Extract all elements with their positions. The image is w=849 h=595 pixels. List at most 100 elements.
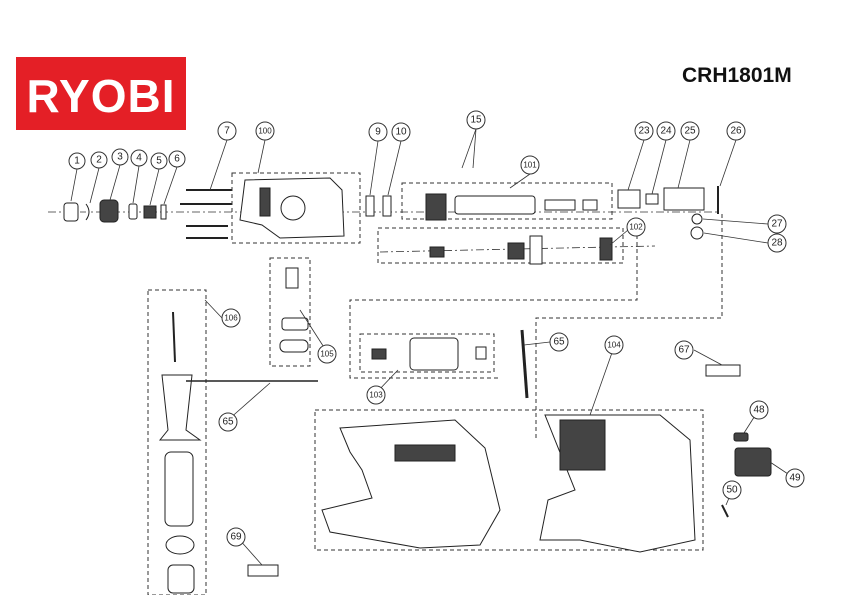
ryobi-logo: RYOBI xyxy=(16,57,186,130)
group-103-box xyxy=(359,333,495,373)
svg-text:100: 100 xyxy=(258,127,272,136)
svg-text:67: 67 xyxy=(678,345,690,356)
svg-text:24: 24 xyxy=(660,126,672,137)
svg-text:1: 1 xyxy=(74,156,80,167)
svg-text:50: 50 xyxy=(726,485,738,496)
part-1 xyxy=(63,202,79,222)
callout-65-right: 65 xyxy=(549,332,569,352)
part-9 xyxy=(365,195,375,217)
part-4 xyxy=(128,203,138,220)
svg-text:7: 7 xyxy=(224,126,230,137)
callout-101: 101 xyxy=(520,155,540,175)
motor-103 xyxy=(409,337,459,371)
part-65-strip xyxy=(520,329,529,399)
part-50 xyxy=(721,504,729,518)
part-23 xyxy=(617,189,641,209)
screws-7 xyxy=(180,189,232,239)
svg-text:103: 103 xyxy=(369,391,383,400)
svg-text:69: 69 xyxy=(230,532,242,543)
svg-text:49: 49 xyxy=(789,473,801,484)
part-24 xyxy=(645,193,659,205)
housing-bore xyxy=(280,195,306,221)
callout-104: 104 xyxy=(604,335,624,355)
spring-101 xyxy=(425,193,447,221)
callout-28: 28 xyxy=(767,233,787,253)
part-48 xyxy=(733,432,749,442)
routing-line-b xyxy=(535,214,723,440)
callout-25: 25 xyxy=(680,121,700,141)
handle-106 xyxy=(158,374,202,441)
part-105a xyxy=(285,267,299,289)
group-102-box xyxy=(377,227,624,264)
callout-69: 69 xyxy=(226,527,246,547)
callout-106: 106 xyxy=(221,308,241,328)
svg-text:5: 5 xyxy=(156,156,162,167)
callout-7: 7 xyxy=(217,121,237,141)
group-101-box xyxy=(401,182,613,220)
svg-text:23: 23 xyxy=(638,126,650,137)
group-100-box xyxy=(231,172,361,244)
svg-text:48: 48 xyxy=(753,405,765,416)
callout-15: 15 xyxy=(466,110,486,130)
lever-102 xyxy=(529,235,543,265)
svg-text:104: 104 xyxy=(607,341,621,350)
cylinder-101 xyxy=(454,195,536,215)
brand-name: RYOBI xyxy=(26,70,176,122)
svg-text:6: 6 xyxy=(174,154,180,165)
callout-49: 49 xyxy=(785,468,805,488)
housing-right-internals xyxy=(559,419,606,471)
svg-text:27: 27 xyxy=(771,219,783,230)
group-106-box xyxy=(147,289,207,595)
callout-5: 5 xyxy=(150,152,168,170)
collar-106 xyxy=(167,564,195,594)
label-plate-67 xyxy=(705,364,741,377)
grip-106 xyxy=(164,451,194,527)
cap-103 xyxy=(475,346,487,360)
svg-text:28: 28 xyxy=(771,238,783,249)
model-number: CRH1801M xyxy=(682,64,792,87)
callout-2: 2 xyxy=(90,151,108,169)
svg-text:4: 4 xyxy=(136,153,142,164)
svg-text:3: 3 xyxy=(117,152,123,163)
housing-left xyxy=(321,419,501,549)
part-27 xyxy=(691,213,703,225)
rod-106 xyxy=(172,311,176,363)
callout-100: 100 xyxy=(255,121,275,141)
callout-67: 67 xyxy=(674,340,694,360)
callout-65-left: 65 xyxy=(218,412,238,432)
callout-3: 3 xyxy=(111,148,129,166)
callout-26: 26 xyxy=(726,121,746,141)
part-6 xyxy=(160,204,167,220)
clamp-106 xyxy=(165,535,195,555)
callout-102: 102 xyxy=(626,217,646,237)
svg-text:105: 105 xyxy=(320,350,334,359)
callout-23: 23 xyxy=(634,121,654,141)
callout-103: 103 xyxy=(366,385,386,405)
piston-101 xyxy=(544,199,576,211)
gear-102a xyxy=(429,246,445,258)
callout-10: 10 xyxy=(391,122,411,142)
part-105b xyxy=(281,317,309,331)
svg-text:15: 15 xyxy=(470,115,482,126)
svg-text:2: 2 xyxy=(96,155,102,166)
callout-50: 50 xyxy=(722,480,742,500)
svg-text:26: 26 xyxy=(730,126,742,137)
callout-105: 105 xyxy=(317,344,337,364)
svg-text:101: 101 xyxy=(523,161,537,170)
callout-24: 24 xyxy=(656,121,676,141)
leader-lines xyxy=(70,128,795,566)
callout-48: 48 xyxy=(749,400,769,420)
part-10 xyxy=(382,195,392,217)
svg-text:102: 102 xyxy=(629,223,643,232)
callout-4: 4 xyxy=(130,149,148,167)
callout-9: 9 xyxy=(368,122,388,142)
part-25 xyxy=(663,187,705,211)
part-3 xyxy=(99,199,119,223)
svg-text:65: 65 xyxy=(553,337,565,348)
pin-101 xyxy=(582,199,598,211)
housing-boss xyxy=(259,187,271,217)
housing-group-box xyxy=(314,409,704,551)
part-5 xyxy=(143,205,157,219)
housing-left-vent xyxy=(394,444,456,462)
